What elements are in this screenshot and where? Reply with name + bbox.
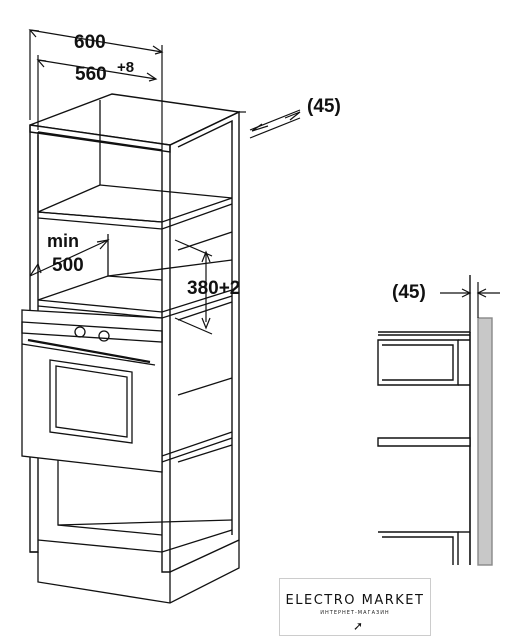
width-inner-label: 560 (75, 64, 107, 85)
width-inner-tolerance: +8 (117, 59, 134, 76)
brand-logo: ELECTRO MARKET ИНТЕРНЕТ-МАГАЗИН ➚ (279, 578, 431, 636)
depth-gap-side-label: (45) (392, 282, 426, 303)
logo-brand-text: ELECTRO MARKET (285, 593, 425, 608)
min-label: min (47, 231, 79, 251)
depth-min-label: 500 (52, 255, 84, 276)
depth-gap-top-label: (45) (307, 96, 341, 117)
built-in-oven (21, 309, 163, 473)
cursor-icon: ➚ (353, 619, 364, 633)
width-outer-label: 600 (74, 32, 106, 53)
niche-height-label: 380+2 (187, 278, 240, 299)
dimension-lines (28, 29, 301, 335)
logo-tagline: ИНТЕРНЕТ-МАГАЗИН (320, 610, 390, 616)
side-section-detail (377, 275, 500, 566)
